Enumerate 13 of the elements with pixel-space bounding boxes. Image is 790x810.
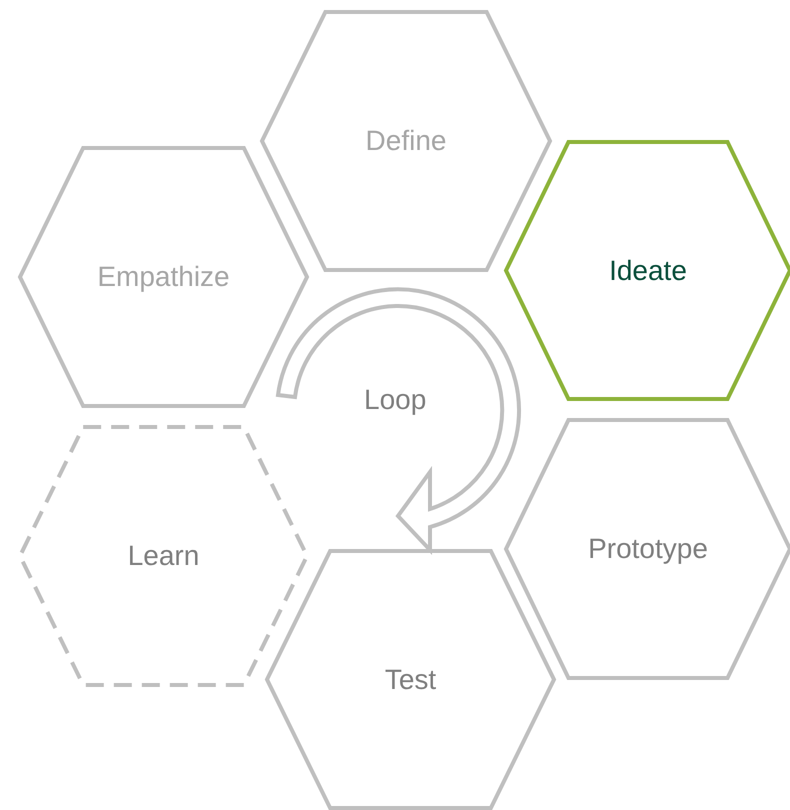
loop-label: Loop	[364, 384, 426, 416]
hexagon-box	[506, 420, 790, 678]
step-label: Ideate	[609, 254, 687, 286]
hexagon-box	[506, 142, 790, 399]
hexagon-box	[20, 148, 307, 406]
step-label: Empathize	[97, 261, 230, 293]
step-label: Prototype	[588, 533, 708, 565]
step-label: Learn	[128, 540, 200, 572]
step-label: Define	[366, 125, 446, 157]
hexagon-box	[20, 427, 307, 685]
hexagon-box	[262, 12, 550, 270]
step-label: Test	[384, 664, 436, 696]
hexagon-box	[267, 551, 554, 808]
